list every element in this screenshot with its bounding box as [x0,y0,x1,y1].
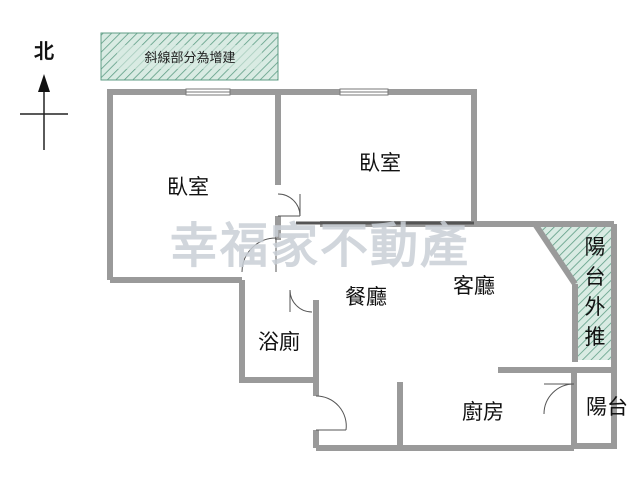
balcony-extension-char-1: 陽 [585,235,606,259]
room-label-bedroom-west: 臥室 [167,175,209,199]
balcony-extension-char-3: 外 [585,295,606,319]
legend-text-backdrop [117,45,262,69]
wall-angled-extension [532,222,578,286]
watermark: 幸福家不動產 [170,218,470,274]
hatch-legend: 斜線部分為增建 [100,32,279,81]
door-bedroom-west [277,193,301,217]
room-label-dining: 餐廳 [345,285,387,309]
north-compass: 北 [20,39,68,150]
balcony-extension-char-4: 推 [585,325,606,349]
room-label-living: 客廳 [453,274,495,298]
door-bathroom-swing [289,289,313,313]
room-label-bedroom-east: 臥室 [359,151,401,175]
room-label-kitchen: 廚房 [462,400,504,424]
balcony-extension-char-2: 台 [585,265,606,289]
wall-east-outer [574,224,617,449]
wall-bedroom-east-top-right [388,89,477,224]
door-dining-swing [241,237,277,273]
doors [241,193,575,431]
wall-bedroom-west-outer [107,89,186,280]
wall-bathroom-outer [239,280,316,383]
north-label: 北 [34,39,54,63]
legend-label: 斜線部分為增建 [144,50,235,66]
north-arrow-head [38,74,50,92]
room-label-bathroom: 浴廁 [258,330,300,354]
balcony-extension-area [535,226,614,360]
room-label-balcony: 陽台 [586,395,628,419]
door-entrance-swing [315,395,347,431]
windows [185,88,389,96]
door-balcony-swing [543,383,575,415]
